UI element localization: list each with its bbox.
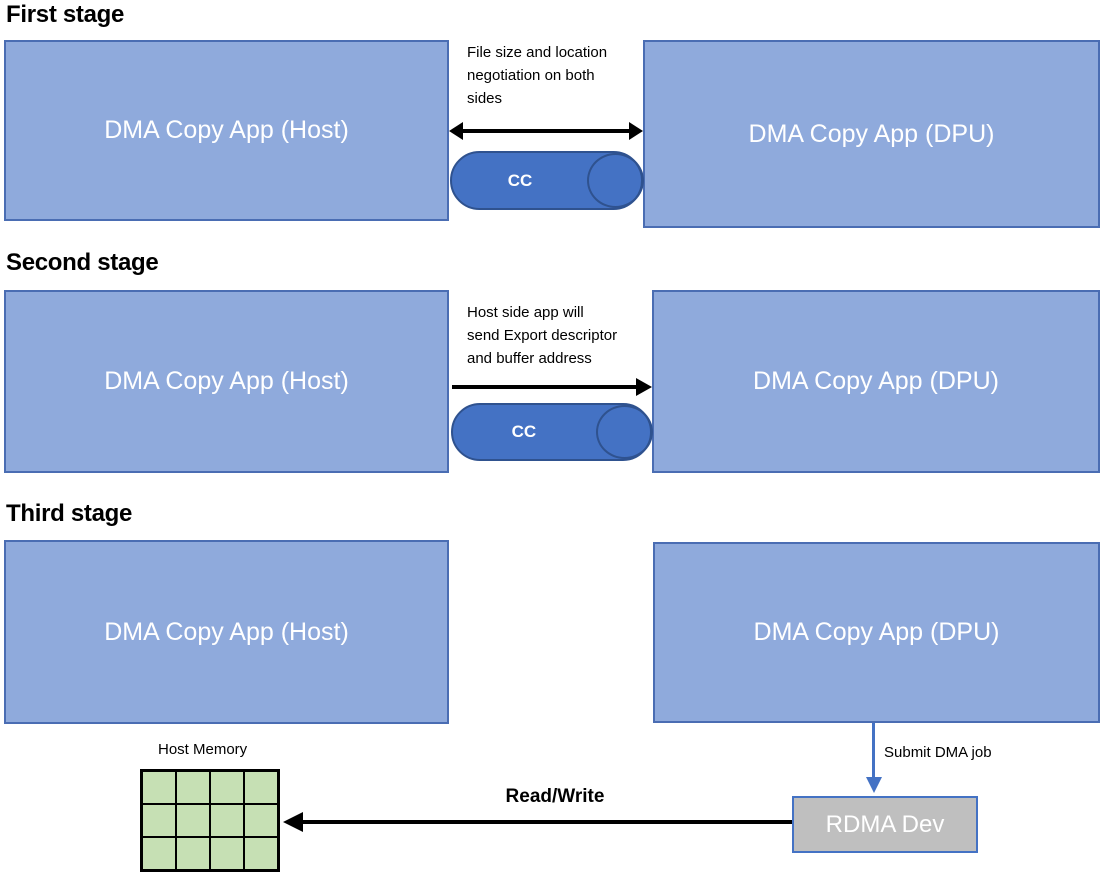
- stage2-cc-label: CC: [511, 422, 537, 441]
- stage2-dpu-box: DMA Copy App (DPU): [652, 290, 1100, 473]
- stage2-send-arrowhead-icon: [636, 378, 652, 396]
- stage1-annotation: File size and location negotiation on bo…: [467, 41, 647, 110]
- memory-cell: [210, 804, 244, 837]
- stage2-send-arrow-line: [452, 385, 637, 389]
- memory-cell: [244, 804, 278, 837]
- stage3-host-label: DMA Copy App (Host): [104, 617, 349, 646]
- stage2-annotation-line2: send Export descriptor: [467, 327, 618, 344]
- stage1-cc-label: CC: [507, 170, 533, 190]
- stage1-negotiation-arrowhead-right-icon: [629, 122, 643, 140]
- stage1-negotiation-arrowhead-left-icon: [449, 122, 463, 140]
- readwrite-arrow-line: [299, 820, 792, 824]
- memory-cell: [142, 804, 176, 837]
- rdma-dev-box: RDMA Dev: [792, 796, 978, 853]
- stage1-annotation-line3: sides: [467, 90, 503, 107]
- stage1-dpu-box: DMA Copy App (DPU): [643, 40, 1100, 228]
- memory-cell: [142, 771, 176, 804]
- stage2-cc-channel: CC: [451, 403, 653, 461]
- stage3-dpu-label: DMA Copy App (DPU): [753, 618, 1000, 646]
- stage1-host-label: DMA Copy App (Host): [104, 116, 349, 144]
- submit-dma-arrowhead-icon: [866, 777, 882, 793]
- stage2-annotation: Host side app will send Export descripto…: [467, 301, 652, 370]
- memory-cell: [244, 837, 278, 870]
- stage1-cc-end-circle-icon: [587, 153, 644, 208]
- stage2-host-label: DMA Copy App (Host): [104, 367, 349, 395]
- readwrite-label: Read/Write: [505, 786, 605, 807]
- memory-cell: [210, 837, 244, 870]
- stage2-annotation-line3: and buffer address: [467, 350, 592, 367]
- host-memory-grid: [140, 769, 280, 872]
- stage2-annotation-line1: Host side app will: [467, 304, 584, 321]
- readwrite-arrowhead-icon: [283, 812, 303, 832]
- stage2-cc-end-circle-icon: [596, 405, 653, 459]
- stage1-annotation-line2: negotiation on both: [467, 67, 595, 84]
- stage1-negotiation-arrow-line: [461, 129, 633, 133]
- stage1-annotation-line1: File size and location: [467, 44, 608, 61]
- rdma-dev-label: RDMA Dev: [825, 810, 945, 838]
- stage2-dpu-label: DMA Copy App (DPU): [753, 367, 999, 395]
- memory-cell: [176, 804, 210, 837]
- memory-cell: [142, 837, 176, 870]
- memory-cell: [210, 771, 244, 804]
- memory-cell: [176, 837, 210, 870]
- stage1-dpu-label: DMA Copy App (DPU): [748, 119, 995, 148]
- stage1-host-box: DMA Copy App (Host): [4, 40, 449, 221]
- submit-dma-label: Submit DMA job: [884, 744, 992, 761]
- stage3-dpu-box: DMA Copy App (DPU): [653, 542, 1100, 723]
- stage1-title: First stage: [6, 1, 125, 28]
- memory-cell: [244, 771, 278, 804]
- stage2-host-box: DMA Copy App (Host): [4, 290, 449, 473]
- stage3-title: Third stage: [6, 500, 133, 527]
- host-memory-label: Host Memory: [158, 741, 248, 758]
- stage2-title: Second stage: [6, 249, 159, 276]
- stage3-host-box: DMA Copy App (Host): [4, 540, 449, 724]
- stage1-cc-channel: CC: [450, 151, 644, 210]
- memory-cell: [176, 771, 210, 804]
- submit-dma-arrow-line: [872, 723, 875, 778]
